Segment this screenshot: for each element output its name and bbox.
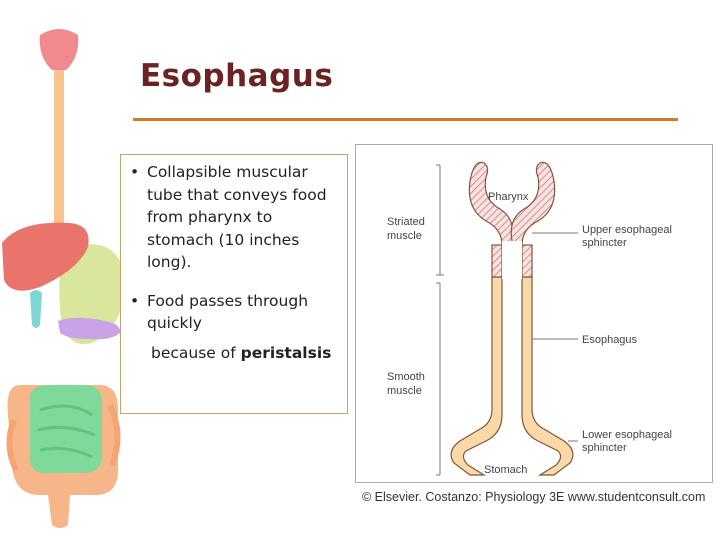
bullet-line: long). xyxy=(147,253,192,271)
striated-muscle-label-2: muscle xyxy=(387,230,422,242)
esophagus-right-wall xyxy=(521,276,574,476)
esophagus-label: Esophagus xyxy=(582,334,638,346)
bullet-line: Food passes through xyxy=(147,291,309,310)
bullet-line: quickly xyxy=(147,314,202,332)
bullet-continuation: because of peristalsis xyxy=(127,342,341,365)
title-underline xyxy=(133,118,678,121)
bullet-textbox: • Collapsible muscular tube that conveys… xyxy=(120,154,348,414)
bullet-item-1: • Collapsible muscular tube that conveys… xyxy=(127,161,341,274)
bullet-line: tube that conveys food xyxy=(147,185,327,204)
pharynx-left-wall xyxy=(468,161,514,278)
ues-label-1: Upper esophageal xyxy=(582,224,672,236)
bullet-item-2: • Food passes through quickly xyxy=(127,290,341,335)
bullet-marker: • xyxy=(130,163,140,181)
smooth-muscle-label-2: muscle xyxy=(387,385,422,397)
bullet-line: stomach (10 inches xyxy=(147,230,300,249)
continuation-text: because of xyxy=(151,343,241,362)
striated-muscle-label-1: Striated xyxy=(387,216,425,228)
pharynx-right-wall xyxy=(510,161,556,278)
esophagus-left-wall xyxy=(450,276,503,476)
les-label-1: Lower esophageal xyxy=(582,429,672,441)
peristalsis-term: peristalsis xyxy=(240,343,332,362)
bullet-marker: • xyxy=(130,291,140,310)
stomach-label: Stomach xyxy=(484,464,527,476)
smooth-muscle-label-1: Smooth xyxy=(387,371,425,383)
esophagus-diagram: Pharynx Striated muscle Smooth muscle Up… xyxy=(355,144,713,483)
les-label-2: sphincter xyxy=(582,442,627,454)
ues-label-2: sphincter xyxy=(582,237,627,249)
bullet-line: Collapsible muscular xyxy=(147,163,308,181)
bullet-line: from pharynx to xyxy=(147,208,273,226)
figure-credit: © Elsevier. Costanzo: Physiology 3E www.… xyxy=(362,490,706,504)
slide-title: Esophagus xyxy=(140,58,334,94)
pharynx-label: Pharynx xyxy=(488,191,529,203)
digestive-system-icon xyxy=(2,29,125,528)
